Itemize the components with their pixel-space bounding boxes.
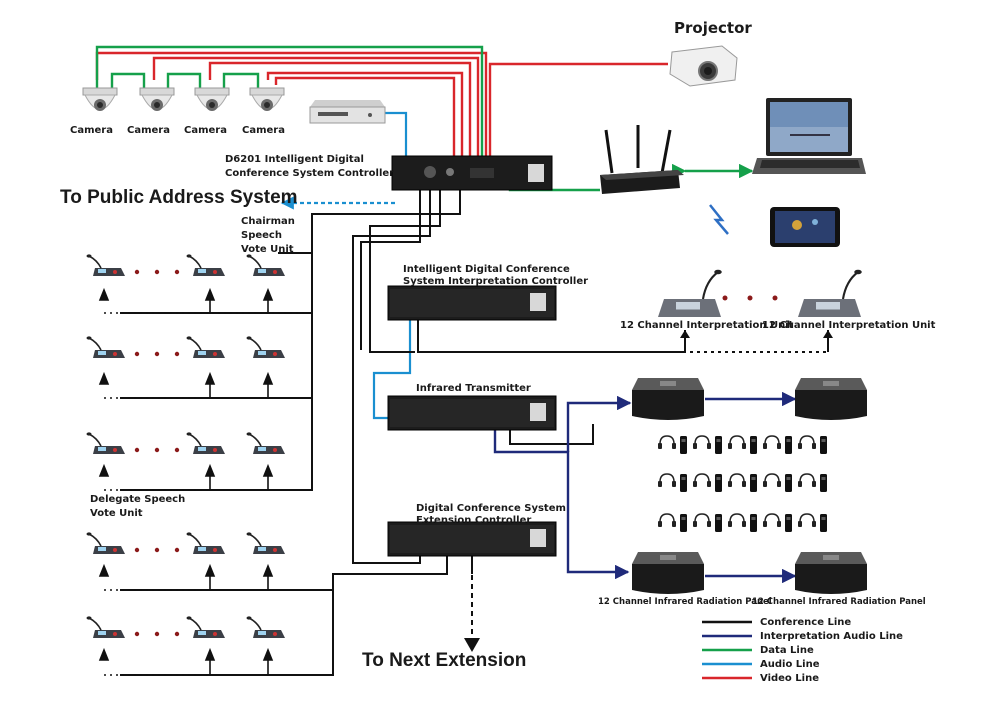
chairman-unit-microphone-unit-icon	[245, 253, 286, 277]
projector-label: Projector	[674, 19, 752, 37]
ir-transmitter-label: Infrared Transmitter	[416, 383, 531, 394]
legend-label-4: Video Line	[760, 673, 819, 684]
ir-radiator-4-ir-radiator-icon	[795, 552, 867, 594]
d6201-controller-rack-controller-icon	[391, 155, 553, 191]
delegate-row-5	[85, 615, 286, 639]
dvd-player-icon	[309, 100, 386, 124]
headphone-receiver-icon	[727, 435, 758, 455]
delegate-unit-microphone-unit-icon	[85, 531, 126, 555]
interp-ctrl-label-line1: Intelligent Digital Conference	[403, 264, 570, 275]
ir-panel-2-label: 12 Channel Infrared Radiation Panel	[752, 597, 926, 607]
chairman-label-line3: Vote Unit	[241, 244, 294, 255]
delegate-unit-microphone-unit-icon	[185, 431, 226, 455]
headphone-receiver-icon	[797, 435, 828, 455]
delegate-unit-microphone-unit-icon	[85, 253, 126, 277]
row-connectors	[98, 287, 312, 676]
headphone-receiver-icon	[797, 473, 828, 493]
projector-icon	[669, 45, 738, 87]
next-extension-arrow-icon	[464, 638, 480, 652]
delegate-unit-microphone-unit-icon	[245, 335, 286, 359]
controller-label-line1: D6201 Intelligent Digital	[225, 154, 364, 165]
interp-dots	[722, 295, 778, 301]
delegate-unit-microphone-unit-icon	[245, 615, 286, 639]
camera-1-label: Camera	[70, 125, 113, 136]
ir-radiator-2-ir-radiator-icon	[795, 378, 867, 420]
headphone-receivers	[657, 435, 828, 533]
camera-2-dome-camera-icon	[139, 87, 175, 112]
delegate-row-4	[85, 531, 286, 555]
headphone-receiver-icon	[657, 435, 688, 455]
legend-label-0: Conference Line	[760, 617, 851, 628]
ext-ctrl-label-line1: Digital Conference System	[416, 503, 566, 514]
camera-3-dome-camera-icon	[194, 87, 230, 112]
next-extension-label: To Next Extension	[362, 650, 526, 671]
controller-label-line2: Conference System Controller	[225, 168, 394, 179]
headphone-receiver-icon	[762, 513, 793, 533]
delegate-unit-microphone-unit-icon	[85, 615, 126, 639]
headphone-receiver-icon	[762, 473, 793, 493]
ir-radiator-1-ir-radiator-icon	[632, 378, 704, 420]
delegate-row-3	[85, 431, 286, 455]
interpretation-lines	[493, 391, 797, 584]
camera-2-label: Camera	[127, 125, 170, 136]
delegate-unit-microphone-unit-icon	[245, 531, 286, 555]
legend-label-2: Data Line	[760, 645, 814, 656]
interp-ctrl-label-line2: System Interpretation Controller	[403, 276, 588, 287]
delegate-label-line1: Delegate Speech	[90, 494, 185, 505]
camera-3-label: Camera	[184, 125, 227, 136]
headphone-receiver-icon	[727, 513, 758, 533]
tablet-icon	[770, 207, 840, 247]
camera-4-label: Camera	[242, 125, 285, 136]
interp-unit-1-label: 12 Channel Interpretation Unit	[620, 320, 794, 331]
ir-radiator-3-ir-radiator-icon	[632, 552, 704, 594]
headphone-receiver-icon	[692, 473, 723, 493]
headphone-receiver-icon	[657, 513, 688, 533]
chairman-label-line2: Speech	[241, 230, 282, 241]
chairman-label-line1: Chairman	[241, 216, 295, 227]
delegate-unit-microphone-unit-icon	[85, 431, 126, 455]
delegate-unit-microphone-unit-icon	[185, 335, 226, 359]
camera-1-dome-camera-icon	[82, 87, 118, 112]
headphone-receiver-icon	[692, 513, 723, 533]
delegate-unit-microphone-unit-icon	[245, 431, 286, 455]
delegate-row-1	[85, 253, 286, 277]
laptop-icon	[752, 98, 866, 174]
camera-4-dome-camera-icon	[249, 87, 285, 112]
wireless-signal-icon	[709, 204, 729, 235]
headphone-receiver-icon	[727, 473, 758, 493]
delegate-unit-microphone-unit-icon	[185, 531, 226, 555]
headphone-receiver-icon	[692, 435, 723, 455]
conference-lines	[120, 190, 828, 676]
headphone-receiver-icon	[762, 435, 793, 455]
delegate-unit-microphone-unit-icon	[85, 335, 126, 359]
headphone-receiver-icon	[657, 473, 688, 493]
ext-ctrl-label-line2: Extension Controller	[416, 515, 531, 526]
legend-label-3: Audio Line	[760, 659, 820, 670]
interpretation-unit-1-microphone-unit-icon	[658, 269, 722, 317]
delegate-row-2	[85, 335, 286, 359]
public-address-label: To Public Address System	[60, 187, 298, 208]
interpretation-unit-2-microphone-unit-icon	[798, 269, 862, 317]
wifi-router-icon	[600, 125, 684, 194]
delegate-label-line2: Vote Unit	[90, 508, 143, 519]
delegate-unit-microphone-unit-icon	[185, 615, 226, 639]
ir-panel-1-label: 12 Channel Infrared Radiation Panel	[598, 597, 772, 607]
interp-unit-2-label: 12 Channel Interpretation Unit	[762, 320, 936, 331]
delegate-unit-microphone-unit-icon	[185, 253, 226, 277]
headphone-receiver-icon	[797, 513, 828, 533]
legend-label-1: Interpretation Audio Line	[760, 631, 903, 642]
